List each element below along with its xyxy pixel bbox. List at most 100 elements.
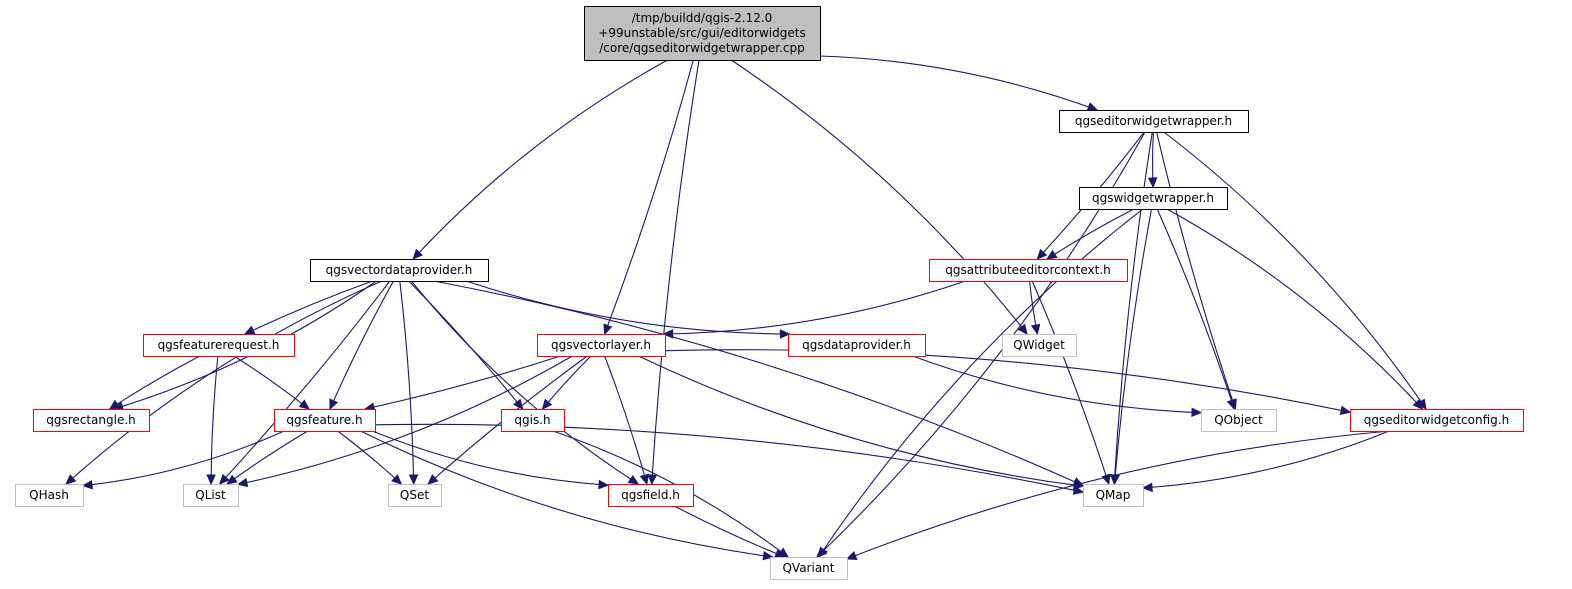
edge-qgseditorwidgetwrapper_h-to-QMap <box>1113 131 1153 485</box>
arrowhead-qgsfeature_h-to-QVariant <box>762 550 774 561</box>
node-QMap: QMap <box>1083 484 1144 507</box>
node-box-qgswidgetwrapper_h <box>1079 187 1228 210</box>
node-qgis_h[interactable]: qgis.h <box>501 409 565 432</box>
node-qgsattributeeditorcontext_h[interactable]: qgsattributeeditorcontext.h <box>929 259 1128 282</box>
node-box-qgseditorwidgetwrapper_h <box>1059 110 1249 133</box>
arrowhead-qgseditorwidgetwrapper_h-to-qgswidgetwrapper_h <box>1147 177 1158 189</box>
arrowhead-qgswidgetwrapper_h-to-qgsattributeeditorcontext_h <box>1046 249 1058 260</box>
edge-qgsfeature_h-to-QHash <box>82 430 285 487</box>
arrowhead-qgsvectordataprovider_h-to-QList <box>218 473 230 485</box>
edge-qgsvectordataprovider_h-to-QHash <box>65 280 383 485</box>
node-qgsfeature_h[interactable]: qgsfeature.h <box>274 409 376 432</box>
node-box-qgsvectordataprovider_h <box>310 259 489 282</box>
edge-root-to-qgsfield_h <box>651 59 700 485</box>
node-qgsrectangle_h[interactable]: qgsrectangle.h <box>33 409 150 432</box>
edge-qgsvectordataprovider_h-to-QSet <box>399 280 415 485</box>
node-qgseditorwidgetconfig_h[interactable]: qgseditorwidgetconfig.h <box>1350 409 1524 432</box>
edge-qgswidgetwrapper_h-to-QVariant <box>818 208 1144 558</box>
arrowhead-qgsattributeeditorcontext_h-to-QWidget <box>1030 323 1041 336</box>
edge-qgsvectorlayer_h-to-qgseditorwidgetconfig_h <box>664 349 1351 413</box>
node-box-qgsfeature_h <box>274 409 376 432</box>
edge-qgswidgetwrapper_h-to-QObject <box>1156 208 1235 410</box>
arrowhead-qgsfeaturerequest_h-to-QList <box>206 474 216 486</box>
node-box-qgis_h <box>501 409 565 432</box>
node-box-qgsattributeeditorcontext_h <box>929 259 1128 282</box>
node-box-QSet <box>388 484 442 507</box>
arrowhead-qgsdataprovider_h-to-QObject <box>1191 407 1203 418</box>
node-label-QVariant-0: QVariant <box>782 561 834 575</box>
edge-qgsvectordataprovider_h-to-QList <box>219 280 391 485</box>
node-label-QObject-0: QObject <box>1214 413 1263 427</box>
node-qgsfield_h[interactable]: qgsfield.h <box>608 484 694 507</box>
edge-qgseditorwidgetconfig_h-to-QMap <box>1142 430 1390 489</box>
arrowhead-qgsfeature_h-to-QMap <box>1072 485 1085 495</box>
node-qgsfeaturerequest_h[interactable]: qgsfeaturerequest.h <box>143 334 295 357</box>
node-qgsdataprovider_h[interactable]: qgsdataprovider.h <box>788 334 926 357</box>
node-box-root <box>584 6 821 61</box>
edge-qgsfeaturerequest_h-to-qgsrectangle_h <box>109 355 201 410</box>
node-box-qgsfield_h <box>608 484 694 507</box>
edge-qgsvectordataprovider_h-to-qgsdataprovider_h <box>465 280 790 335</box>
edge-qgsfeaturerequest_h-to-QList <box>210 355 219 485</box>
node-label-QList-0: QList <box>195 488 226 502</box>
node-label-QMap-0: QMap <box>1096 488 1131 502</box>
node-label-QWidget-0: QWidget <box>1013 338 1065 352</box>
nodes-layer: /tmp/buildd/qgis-2.12.0+99unstable/src/g… <box>15 6 1524 580</box>
node-label-qgsvectordataprovider_h-0: qgsvectordataprovider.h <box>326 263 473 277</box>
arrowhead-qgsattributeeditorcontext_h-to-QMap <box>1101 473 1111 486</box>
edge-qgswidgetwrapper_h-to-QMap <box>1113 208 1153 485</box>
edge-qgsvectordataprovider_h-to-qgsfield_h <box>410 280 639 485</box>
arrowhead-qgsvectordataprovider_h-to-QHash <box>65 474 77 485</box>
arrowhead-qgsvectorlayer_h-to-qgis_h <box>541 398 553 410</box>
node-label-qgsattributeeditorcontext_h-0: qgsattributeeditorcontext.h <box>945 263 1111 277</box>
arrowhead-qgsfeature_h-to-QHash <box>81 479 93 490</box>
edge-qgswidgetwrapper_h-to-qgseditorwidgetconfig_h <box>1166 208 1423 410</box>
node-QList: QList <box>183 484 239 507</box>
node-label-qgis_h-0: qgis.h <box>514 413 550 427</box>
arrowhead-root-to-qgsfield_h <box>647 474 658 486</box>
edge-qgseditorwidgetwrapper_h-to-QObject <box>1156 131 1236 410</box>
node-label-qgseditorwidgetconfig_h-0: qgseditorwidgetconfig.h <box>1364 413 1509 427</box>
arrowhead-qgsvectordataprovider_h-to-qgsfeaturerequest_h <box>243 325 256 335</box>
edge-root-to-QWidget <box>730 59 1028 335</box>
arrowhead-qgsfeaturerequest_h-to-qgsrectangle_h <box>108 399 121 410</box>
node-box-qgseditorwidgetconfig_h <box>1350 409 1524 432</box>
arrowhead-root-to-QWidget <box>1017 323 1028 335</box>
node-qgswidgetwrapper_h[interactable]: qgswidgetwrapper.h <box>1079 187 1228 210</box>
arrowhead-qgsvectorlayer_h-to-QList <box>236 477 249 488</box>
node-label-QHash-0: QHash <box>29 488 69 502</box>
node-box-QWidget <box>1002 334 1077 357</box>
edge-qgsfeature_h-to-QVariant <box>360 430 773 558</box>
node-label-qgsrectangle_h-0: qgsrectangle.h <box>46 413 136 427</box>
arrowhead-qgsvectordataprovider_h-to-qgsfeature_h <box>329 398 339 411</box>
edge-qgsfield_h-to-QVariant <box>674 505 785 558</box>
node-qgsvectorlayer_h[interactable]: qgsvectorlayer.h <box>537 334 666 357</box>
node-QVariant: QVariant <box>770 557 848 580</box>
node-label-qgseditorwidgetwrapper_h-0: qgseditorwidgetwrapper.h <box>1075 114 1232 128</box>
node-label-QSet-0: QSet <box>400 488 429 502</box>
node-QHash: QHash <box>15 484 84 507</box>
node-root[interactable]: /tmp/buildd/qgis-2.12.0+99unstable/src/g… <box>584 6 821 61</box>
edge-qgsvectordataprovider_h-to-QMap <box>433 280 1084 487</box>
arrowhead-qgsvectorlayer_h-to-QSet <box>427 474 439 485</box>
edge-qgseditorwidgetwrapper_h-to-qgseditorwidgetconfig_h <box>1163 131 1427 410</box>
arrowhead-qgseditorwidgetconfig_h-to-QVariant <box>845 550 858 560</box>
edge-qgsvectordataprovider_h-to-qgis_h <box>408 280 524 410</box>
node-box-QHash <box>15 484 84 507</box>
node-box-QList <box>183 484 239 507</box>
node-label-qgsfeaturerequest_h-0: qgsfeaturerequest.h <box>158 338 280 352</box>
node-box-QMap <box>1083 484 1144 507</box>
node-qgsvectordataprovider_h[interactable]: qgsvectordataprovider.h <box>310 259 489 282</box>
arrowhead-qgsfeature_h-to-QSet <box>391 474 403 485</box>
node-qgseditorwidgetwrapper_h[interactable]: qgseditorwidgetwrapper.h <box>1059 110 1249 133</box>
edge-qgsvectordataprovider_h-to-qgsfeature_h <box>329 280 394 410</box>
edge-qgseditorwidgetconfig_h-to-QVariant <box>846 430 1390 560</box>
arrowhead-qgseditorwidgetconfig_h-to-QMap <box>1141 482 1153 493</box>
node-label-qgsdataprovider_h-0: qgsdataprovider.h <box>802 338 911 352</box>
edge-root-to-qgseditorwidgetwrapper_h <box>819 55 1098 111</box>
node-box-QVariant <box>770 557 848 580</box>
edge-qgsvectorlayer_h-to-qgsfeature_h <box>364 355 561 410</box>
node-label-qgsfield_h-0: qgsfield.h <box>621 488 680 502</box>
arrowhead-qgsvectordataprovider_h-to-QSet <box>408 474 419 486</box>
